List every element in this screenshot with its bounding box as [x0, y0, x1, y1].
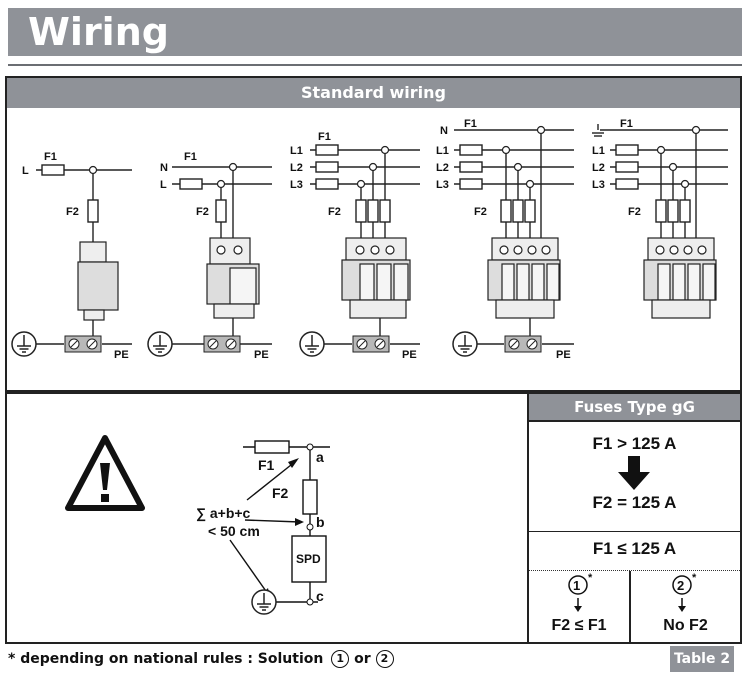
d1-label-F1: F1 [44, 151, 57, 163]
warning-triangle-icon [65, 435, 145, 511]
warn-label-c: c [316, 588, 324, 604]
d1-label-L: L [22, 165, 29, 177]
d5-label-F1: F1 [620, 118, 633, 130]
solution1-number: 1 [573, 578, 580, 593]
standard-wiring-heading: Standard wiring [7, 78, 740, 108]
title-bar: Wiring [8, 8, 742, 56]
d1-label-F2: F2 [66, 206, 79, 218]
d4-label-F2: F2 [474, 206, 487, 218]
page-title: Wiring [28, 10, 169, 54]
d1-label-PE: PE [114, 349, 129, 361]
d2-label-N: N [160, 162, 168, 174]
case2-divider [529, 570, 740, 571]
footnote-num1: 1 [336, 652, 345, 665]
d5-label-F2: F2 [628, 206, 641, 218]
solution1-result: F2 ≤ F1 [551, 617, 607, 634]
footnote-or: or [354, 651, 371, 667]
solution1-asterisk: * [588, 572, 593, 584]
fuses-heading: Fuses Type gG [529, 394, 740, 420]
d3-label-L3: L3 [290, 179, 303, 191]
d2-label-PE: PE [254, 349, 269, 361]
d3-label-L2: L2 [290, 162, 303, 174]
d4-label-L2: L2 [436, 162, 449, 174]
down-arrow-icon [618, 456, 650, 490]
solution1-circle-icon [568, 575, 588, 595]
warn-sum-label: ∑ a+b+c [196, 505, 251, 522]
solutions-divider [629, 571, 631, 642]
spd-label: SPD [296, 552, 321, 566]
warn-label-F2: F2 [272, 485, 289, 501]
d3-label-F2: F2 [328, 206, 341, 218]
solution2-result: No F2 [663, 617, 708, 634]
d3-label-PE: PE [402, 349, 417, 361]
case1-result: F2 = 125 A [592, 493, 677, 512]
warn-label-b: b [316, 514, 325, 530]
d4-label-L3: L3 [436, 179, 449, 191]
d4-label-PE: PE [556, 349, 571, 361]
d5-label-L1: L1 [592, 145, 605, 157]
title-rule [8, 64, 742, 66]
d5-label-L3: L3 [592, 179, 605, 191]
d4-label-L1: L1 [436, 145, 449, 157]
d2-label-F1: F1 [184, 151, 197, 163]
case1-condition: F1 > 125 A [592, 434, 677, 453]
d4-label-F1: F1 [464, 118, 477, 130]
d2-label-L: L [160, 179, 167, 191]
fuses-case1-box [527, 420, 742, 532]
d3-label-L1: L1 [290, 145, 303, 157]
warn-label-a: a [316, 449, 324, 465]
d2-label-F2: F2 [196, 206, 209, 218]
footnote-num2: 2 [380, 652, 389, 665]
footnote-text: * depending on national rules : Solution [8, 651, 324, 667]
warn-limit-label: < 50 cm [208, 523, 260, 539]
standard-wiring-frame [5, 76, 742, 392]
d4-label-N: N [440, 125, 448, 137]
table-label: Table 2 [670, 646, 734, 672]
solution2-asterisk: * [692, 572, 697, 584]
d3-label-F1: F1 [318, 131, 331, 143]
footnote: * depending on national rules : Solution… [8, 650, 394, 668]
fuses-heading-text: Fuses Type gG [574, 398, 695, 416]
solution2-number: 2 [677, 578, 684, 593]
d5-label-L2: L2 [592, 162, 605, 174]
standard-wiring-heading-text: Standard wiring [300, 83, 446, 102]
case2-condition: F1 ≤ 125 A [592, 539, 677, 558]
warn-label-F1: F1 [258, 457, 275, 473]
solution2-circle-icon [672, 575, 692, 595]
footnote-circle-1-icon: 1 [331, 650, 350, 668]
footnote-circle-2-icon: 2 [375, 650, 394, 668]
